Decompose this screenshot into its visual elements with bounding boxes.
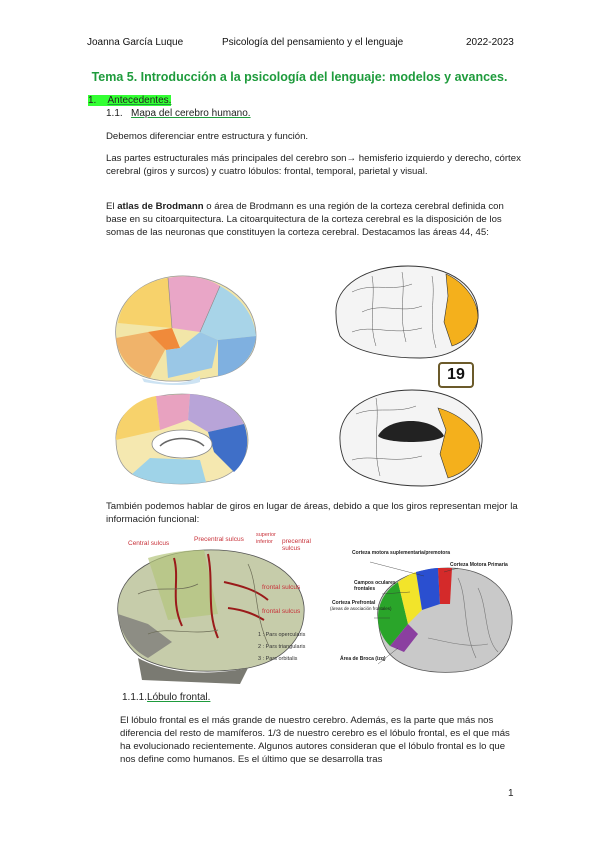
section-heading: 1. Antecedentes. xyxy=(88,95,172,106)
subsection-heading: 1.1. Mapa del cerebro humano. xyxy=(106,108,251,119)
label-inferior: inferior xyxy=(256,539,273,545)
paragraph-3-prefix: El xyxy=(106,201,118,212)
paragraph-3: El atlas de Brodmann o área de Brodmann … xyxy=(106,200,524,239)
label-broca: Área de Broca (izq) xyxy=(340,656,386,662)
label-central-sulcus: Central sulcus xyxy=(128,540,170,547)
label-eye-fields: Campos oculares frontales xyxy=(354,580,396,592)
label-motor-supl: Corteza motora suplementaria/premotora xyxy=(352,550,451,556)
label-frontal-sulcus-2: frontal sulcus xyxy=(262,608,301,615)
paragraph-5: El lóbulo frontal es el más grande de nu… xyxy=(120,715,510,765)
brodmann-lateral-figure xyxy=(115,275,257,385)
header-course: Psicología del pensamiento y el lenguaje xyxy=(222,37,404,48)
header-year: 2022-2023 xyxy=(466,37,514,48)
legend-pars-triangularis: 2 : Pars triangularis xyxy=(258,644,306,650)
label-precentral-sulcus: Precentral sulcus xyxy=(194,536,244,543)
subsubsection-heading: 1.1.1.Lóbulo frontal. xyxy=(122,692,210,703)
section-label: Antecedentes. xyxy=(107,95,172,106)
function-figure: Corteza motora suplementaria/premotora C… xyxy=(330,548,516,678)
function-brain-image xyxy=(369,561,513,673)
paragraph-3-rest: o área de Brodmann es una región de la c… xyxy=(106,201,504,238)
brodmann-engraving-lateral xyxy=(335,265,479,359)
header-author: Joanna García Luque xyxy=(87,37,184,48)
subsection-number: 1.1. xyxy=(106,108,123,119)
subsubsection-number: 1.1.1. xyxy=(122,692,148,703)
page-title: Tema 5. Introducción a la psicología del… xyxy=(91,70,508,84)
paragraph-1: Debemos diferenciar entre estructura y f… xyxy=(106,131,309,142)
gyri-brain-image xyxy=(117,549,305,684)
area-19-badge: 19 xyxy=(438,362,474,388)
label-precentral-sulcus-2: precentral sulcus xyxy=(282,538,311,552)
section-number: 1. xyxy=(88,95,97,106)
brodmann-medial-figure xyxy=(115,393,249,485)
label-motor-prim: Corteza Motora Primaria xyxy=(450,562,508,568)
page-number: 1 xyxy=(508,788,514,799)
paragraph-4: También podemos hablar de giros en lugar… xyxy=(106,501,518,525)
label-prefrontal: Corteza Prefrontal xyxy=(332,600,376,606)
brodmann-term: atlas de Brodmann xyxy=(117,201,204,212)
subsection-label: Mapa del cerebro humano. xyxy=(131,108,251,119)
subsubsection-label: Lóbulo frontal. xyxy=(147,692,211,703)
legend-pars-orbitalis: 3 : Pars orbitalis xyxy=(258,656,298,662)
gyri-figure: Central sulcus Precentral sulcus superio… xyxy=(108,532,328,684)
legend-pars-opercularis: 1 : Pars opercularis xyxy=(258,632,306,638)
label-superior: superior xyxy=(256,532,276,538)
label-prefrontal-sub: (áreas de asociación frontales) xyxy=(330,606,392,611)
brodmann-engraving-medial xyxy=(339,389,483,487)
label-frontal-sulcus-1: frontal sulcus xyxy=(262,584,301,591)
paragraph-2: Las partes estructurales más principales… xyxy=(106,153,521,177)
